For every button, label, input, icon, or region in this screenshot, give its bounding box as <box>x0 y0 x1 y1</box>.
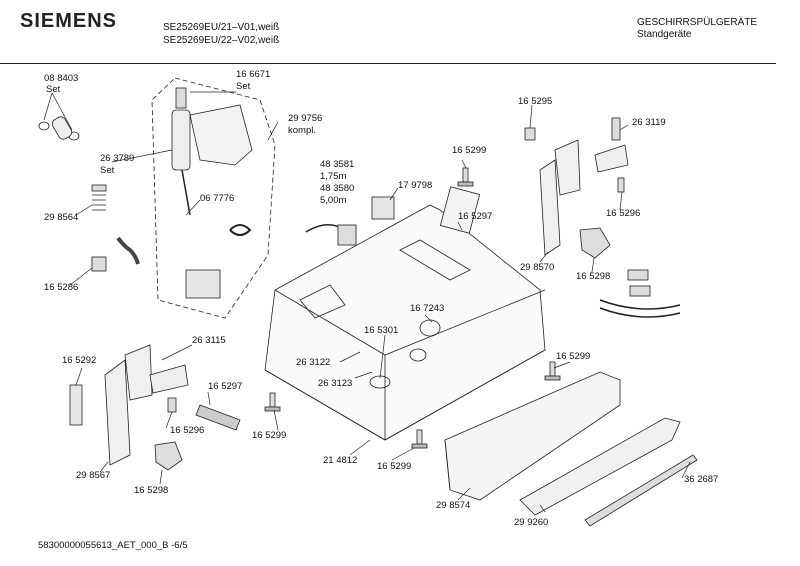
hose-clamp-part <box>38 116 80 141</box>
left-rail-part <box>195 404 241 431</box>
model-line-2: SE25269EU/22–V02,weiß <box>163 35 280 46</box>
header-divider <box>0 63 776 64</box>
spring-part <box>91 184 107 211</box>
label-part-165296-a: 16 5296 <box>606 208 641 219</box>
label-part-165297-b: 16 5297 <box>208 381 243 392</box>
screw-part-right <box>544 361 561 381</box>
label-part-214812: 21 4812 <box>323 455 358 466</box>
relay-part <box>371 196 395 220</box>
valve-assembly <box>171 87 253 299</box>
label-part-165299-a: 16 5299 <box>452 145 487 156</box>
label-part-263119: 26 3119 <box>632 117 666 128</box>
label-part-299260: 29 9260 <box>514 517 549 528</box>
dashed-assembly-frame <box>151 77 276 319</box>
label-set-2: Set <box>236 81 251 92</box>
screw-part-top <box>457 167 474 187</box>
base-tub <box>264 186 546 441</box>
brand-logo: SIEMENS <box>20 10 118 32</box>
label-part-067776: 06 7776 <box>200 193 235 204</box>
label-part-298567: 29 8567 <box>76 470 111 481</box>
cable-connector <box>337 224 357 246</box>
label-part-165295: 16 5295 <box>518 96 553 107</box>
label-part-298564: 29 8564 <box>44 212 79 223</box>
screw-part-left <box>264 392 281 412</box>
label-part-165299-d: 16 5299 <box>377 461 412 472</box>
category-line-1: GESCHIRRSPÜLGERÄTE <box>637 17 758 28</box>
wiring-harness <box>599 269 681 318</box>
label-part-483581: 48 3581 <box>320 159 355 170</box>
label-part-165297-a: 16 5297 <box>458 211 493 222</box>
label-part-483580: 48 3580 <box>320 183 355 194</box>
screw-part-bottom <box>411 429 428 449</box>
label-part-165299-c: 16 5299 <box>252 430 287 441</box>
label-part-167243: 16 7243 <box>410 303 445 314</box>
label-part-088403: 08 8403 <box>44 73 79 84</box>
label-kompl: kompl. <box>288 125 316 136</box>
right-side-bracket <box>524 117 629 256</box>
label-part-165292: 16 5292 <box>62 355 97 366</box>
label-len-175: 1,75m <box>320 171 347 182</box>
power-cable <box>305 224 342 233</box>
left-side-bracket <box>69 344 189 466</box>
label-part-298574: 29 8574 <box>436 500 471 511</box>
leader-lines <box>43 91 691 513</box>
label-part-166671: 16 6671 <box>236 69 271 80</box>
label-part-179798: 17 9798 <box>398 180 433 191</box>
corrugated-hose <box>116 236 140 265</box>
label-part-299756: 29 9756 <box>288 113 323 124</box>
label-part-165299-b: 16 5299 <box>556 351 591 362</box>
label-part-165296-b: 16 5296 <box>170 425 205 436</box>
label-part-165301: 16 5301 <box>364 325 399 336</box>
kick-panel-cover <box>519 417 681 516</box>
label-part-362687: 36 2687 <box>684 474 719 485</box>
label-part-263123: 26 3123 <box>318 378 353 389</box>
door-hinge-right <box>579 227 611 259</box>
label-part-165286: 16 5286 <box>44 282 79 293</box>
label-part-263115: 26 3115 <box>192 335 226 346</box>
category-line-2: Standgeräte <box>637 29 692 40</box>
label-part-165298-b: 16 5298 <box>134 485 169 496</box>
label-len-500: 5,00m <box>320 195 347 206</box>
model-line-1: SE25269EU/21–V01,weiß <box>163 22 280 33</box>
kick-panel-strip <box>584 454 698 527</box>
label-set-3: Set <box>100 165 115 176</box>
kick-panel-front <box>444 371 621 501</box>
door-hinge-left <box>154 441 183 471</box>
label-part-263789: 26 3789 <box>100 153 135 164</box>
label-part-263122: 26 3122 <box>296 357 331 368</box>
label-part-298570: 29 8570 <box>520 262 555 273</box>
document-id: 58300000055613_AET_000_B -6/5 <box>38 540 188 551</box>
label-set-1: Set <box>46 84 61 95</box>
label-part-165298-a: 16 5298 <box>576 271 611 282</box>
small-clip-part <box>91 256 107 272</box>
